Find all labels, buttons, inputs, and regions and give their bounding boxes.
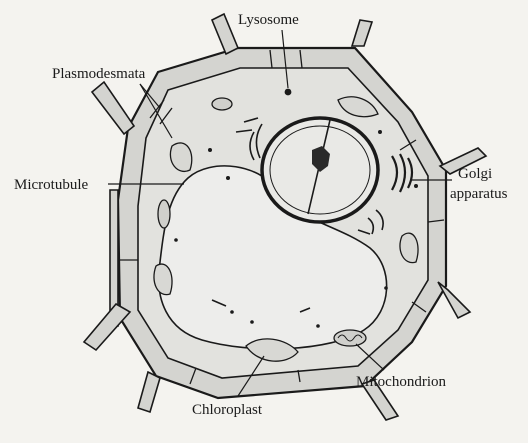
nucleus [260,116,380,224]
plasmodesmata-channels [120,49,445,385]
chloroplasts [153,96,419,362]
label-golgi-line2: apparatus [450,186,508,202]
leader-plasmodesmata-2 [139,83,173,139]
lysosome-shape [284,88,292,96]
label-mitochondrion: Mitochondrion [356,374,446,390]
label-chloroplast: Chloroplast [192,402,263,418]
mitochondria [157,97,367,347]
golgi-apparatus [391,153,414,193]
label-lysosome: Lysosome [238,12,299,28]
label-microtubule: Microtubule [14,177,88,193]
label-golgi-line1: Golgi [458,166,492,182]
endoplasmic-reticulum [211,117,384,313]
label-plasmodesmata: Plasmodesmata [52,66,146,82]
mitochondrion-shape [333,329,367,347]
leader-lines [108,29,452,397]
leader-lysosome [281,29,289,89]
nucleolus [312,146,330,172]
leader-chloroplast [237,355,265,397]
chloroplast-shape [245,338,299,362]
vesicles [174,88,418,328]
leader-plasmodesmata-1 [139,83,161,109]
leader-mitochondrion [355,343,385,371]
